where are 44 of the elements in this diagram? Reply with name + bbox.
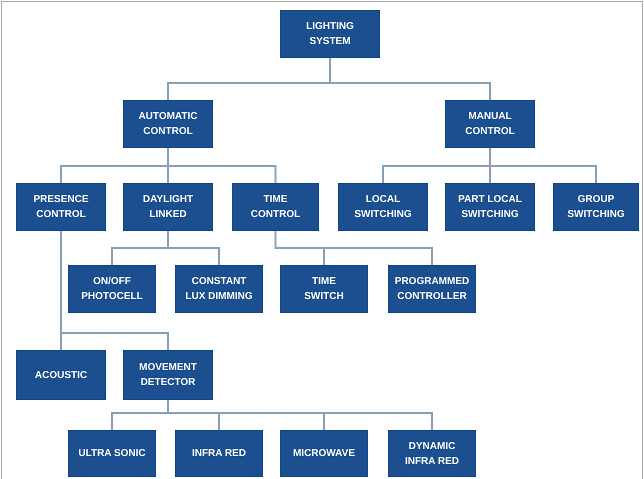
connector-line xyxy=(167,148,276,183)
category-box xyxy=(175,265,263,313)
category-box xyxy=(388,265,476,313)
category-box xyxy=(175,430,263,477)
category-box xyxy=(123,183,213,231)
category-box xyxy=(123,350,213,400)
connector-line xyxy=(167,231,220,265)
box-label: CONSTANT LUX DIMMING xyxy=(185,275,253,304)
box-label: TIME CONTROL xyxy=(250,193,301,222)
category-box xyxy=(280,10,380,58)
box-label: MOVEMENT DETECTOR xyxy=(138,361,198,390)
connector-line xyxy=(60,231,169,350)
category-box xyxy=(232,183,319,231)
box-label: MANUAL CONTROL xyxy=(464,110,516,139)
box-label: TIME SWITCH xyxy=(303,275,345,304)
box-label: ACOUSTIC xyxy=(34,368,88,382)
category-box xyxy=(280,430,368,477)
category-box xyxy=(388,430,476,477)
box-label: ULTRA SONIC xyxy=(78,447,146,461)
box-label: DAYLIGHT LINKED xyxy=(142,193,194,222)
box-label: DYNAMIC INFRA RED xyxy=(404,440,460,468)
category-box xyxy=(68,430,156,477)
category-box xyxy=(16,350,106,400)
box-label: GROUP SWITCHING xyxy=(566,193,626,222)
box-label: MICROWAVE xyxy=(292,447,356,461)
category-box xyxy=(16,183,106,231)
category-box xyxy=(68,265,156,313)
box-label: LOCAL SWITCHING xyxy=(353,193,413,222)
category-box xyxy=(123,100,213,148)
box-label: PROGRAMMED CONTROLLER xyxy=(394,275,470,304)
category-box xyxy=(445,100,535,148)
connector-line xyxy=(489,148,597,183)
box-label: INFRA RED xyxy=(192,447,246,461)
box-label: ON/OFF PHOTOCELL xyxy=(80,275,144,304)
category-box xyxy=(445,183,535,231)
connector-line xyxy=(274,231,433,265)
category-box xyxy=(338,183,428,231)
category-box xyxy=(553,183,639,231)
connector-line xyxy=(167,400,433,430)
box-label: PRESENCE CONTROL xyxy=(32,193,90,222)
box-label: PART LOCAL SWITCHING xyxy=(457,193,523,222)
category-box xyxy=(280,265,368,313)
box-label: AUTOMATIC CONTROL xyxy=(137,110,199,139)
box-label: LIGHTING SYSTEM xyxy=(305,20,355,49)
